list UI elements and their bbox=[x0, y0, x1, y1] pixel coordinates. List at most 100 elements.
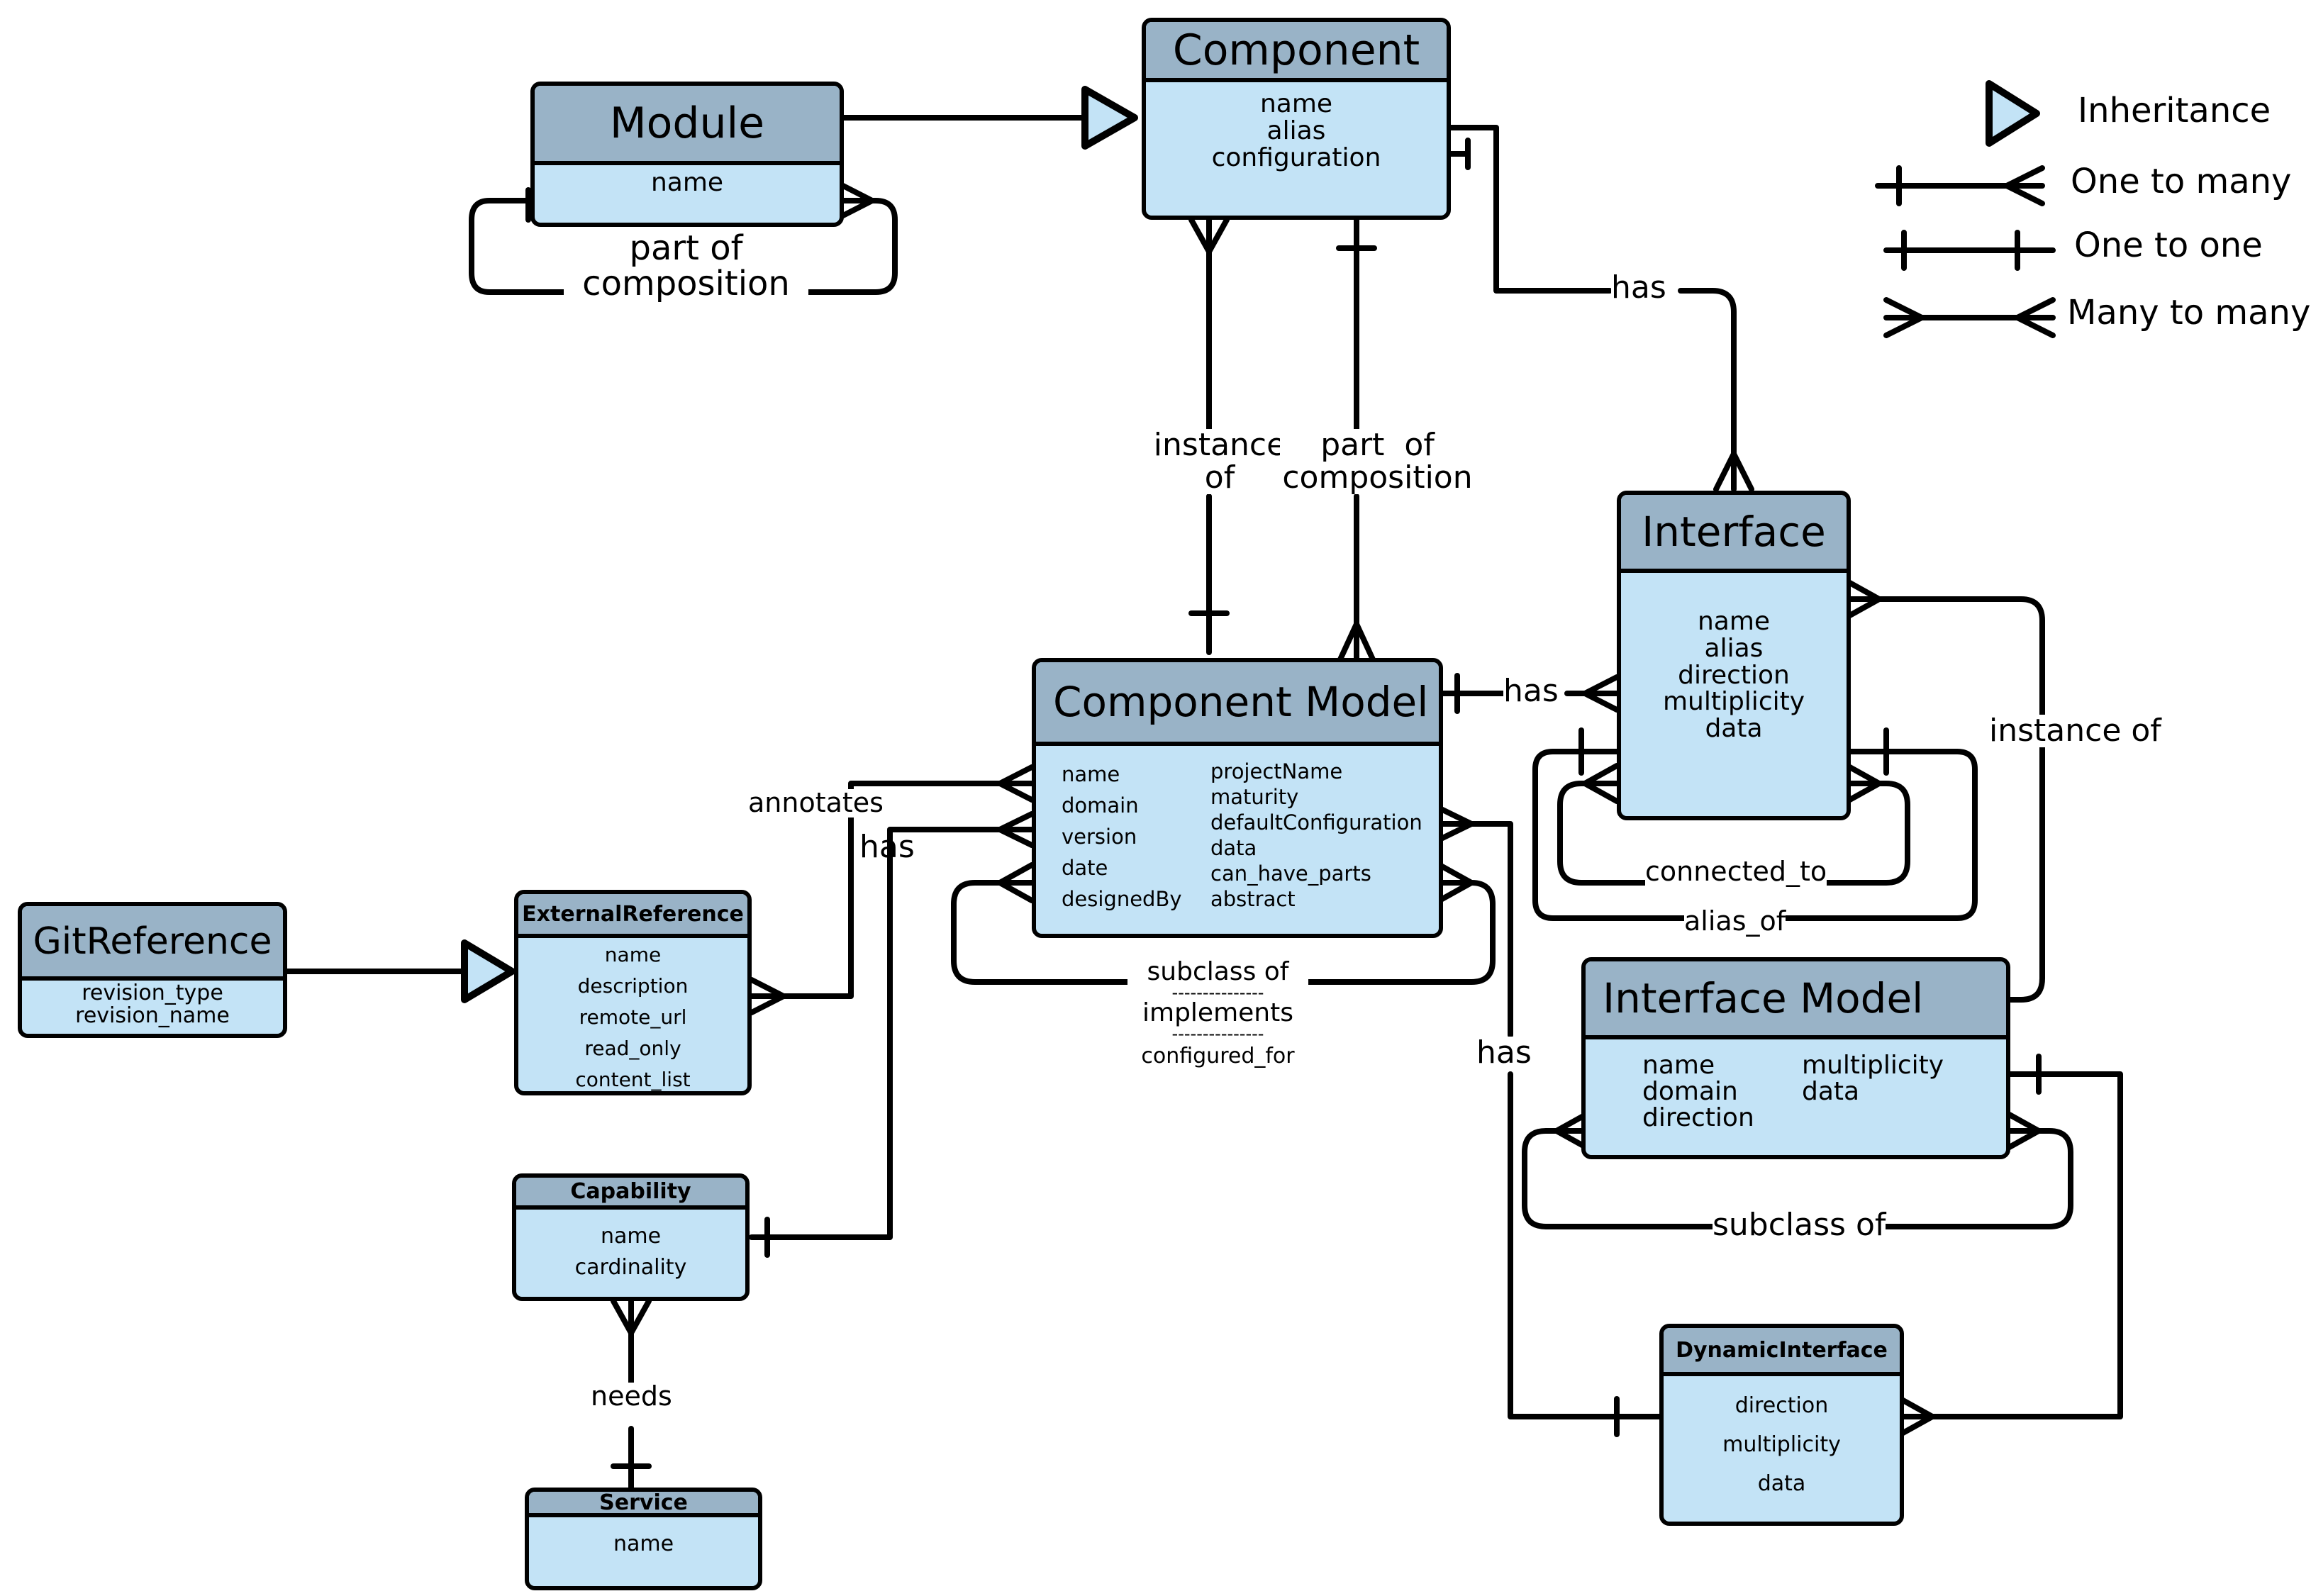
interface-model-attrs-left: name domain direction bbox=[1642, 1052, 1802, 1131]
attr-interface-multiplicity: multiplicity bbox=[1662, 687, 1805, 717]
attr-ext-description: description bbox=[577, 974, 689, 998]
cm-has-dynamic-line bbox=[1437, 821, 1662, 1419]
attr-interface-name: name bbox=[1697, 607, 1771, 636]
entity-git-reference-attrs: revision_type revision_name bbox=[22, 981, 283, 1027]
relation-label-alias-of: alias_of bbox=[1684, 905, 1786, 937]
attr-cm-can-have-parts: can_have_parts bbox=[1210, 861, 1371, 886]
component-has-crowfoot bbox=[1713, 451, 1754, 492]
legend-inheritance-label: Inheritance bbox=[2078, 91, 2271, 130]
component-model-attrs-left: name domain version date designedBy bbox=[1062, 759, 1210, 915]
entity-module-header: Module bbox=[535, 86, 840, 165]
attr-cm-date: date bbox=[1062, 856, 1108, 880]
attr-interface-data: data bbox=[1705, 714, 1763, 744]
entity-capability-header: Capability bbox=[516, 1178, 745, 1210]
capability-has-line bbox=[749, 827, 1035, 1240]
capability-has-crowfoot bbox=[997, 811, 1035, 848]
dynamic-crowfoot bbox=[1898, 1396, 1935, 1437]
attr-cm-data: data bbox=[1210, 836, 1257, 860]
attr-dyn-multiplicity: multiplicity bbox=[1722, 1432, 1841, 1457]
component-model-attrs-right: projectName maturity defaultConfiguratio… bbox=[1210, 759, 1422, 915]
attr-cm-version: version bbox=[1062, 825, 1137, 849]
entity-interface[interactable]: Interface name alias direction multiplic… bbox=[1617, 491, 1851, 820]
attr-ext-name: name bbox=[604, 943, 662, 966]
relation-label-module-part-of: part of composition bbox=[564, 230, 808, 302]
attr-component-name: name bbox=[1259, 89, 1333, 118]
entity-component-model[interactable]: Component Model name domain version date… bbox=[1032, 658, 1443, 938]
relation-label-dash-1: --------------- bbox=[1171, 982, 1264, 1003]
interface-model-attrs-right: multiplicity data bbox=[1802, 1052, 1944, 1131]
attr-im-multiplicity: multiplicity bbox=[1802, 1051, 1944, 1080]
relation-label-dash-2: --------------- bbox=[1171, 1023, 1264, 1044]
relation-label-im-subclass-of: subclass of bbox=[1713, 1207, 1886, 1243]
attr-cm-designedby: designedBy bbox=[1062, 887, 1182, 911]
legend-many-to-many-icon bbox=[1883, 297, 2056, 338]
component-has-bar bbox=[1447, 138, 1471, 170]
entity-dynamic-interface-attrs: direction multiplicity data bbox=[1664, 1376, 1900, 1503]
im-subclass-crowfoot-left bbox=[1554, 1110, 1591, 1151]
relation-label-connected-to: connected_to bbox=[1645, 856, 1827, 887]
entity-component-model-header: Component Model bbox=[1036, 662, 1439, 746]
entity-component-header: Component bbox=[1146, 22, 1447, 82]
attr-dyn-direction: direction bbox=[1734, 1393, 1829, 1418]
im-subclass-crowfoot-right bbox=[2004, 1110, 2042, 1151]
attr-component-configuration: configuration bbox=[1211, 143, 1381, 172]
relation-label-annotates: annotates bbox=[748, 787, 884, 818]
entity-module[interactable]: Module name bbox=[530, 82, 844, 227]
relation-label-cm-has-dynamic: has bbox=[1476, 1034, 1532, 1071]
entity-component-attrs: name alias configuration bbox=[1146, 82, 1447, 171]
relation-label-capability-has: has bbox=[859, 829, 915, 865]
part-of-crowfoot bbox=[1337, 621, 1376, 662]
relation-label-needs: needs bbox=[591, 1380, 672, 1412]
relation-label-instance-of: instance of bbox=[1149, 428, 1291, 496]
relation-label-instance-of-line2: of bbox=[1204, 459, 1235, 496]
relation-label-component-has-interface: has bbox=[1611, 269, 1666, 306]
attr-interface-alias: alias bbox=[1704, 633, 1764, 663]
entity-capability[interactable]: Capability name cardinality bbox=[512, 1173, 750, 1301]
attr-im-data: data bbox=[1802, 1077, 1860, 1106]
cm-subclass-crowfoot-left bbox=[997, 862, 1035, 903]
attr-interface-direction: direction bbox=[1678, 660, 1790, 690]
entity-dynamic-interface-header: DynamicInterface bbox=[1664, 1328, 1900, 1376]
attr-capability-cardinality: cardinality bbox=[574, 1255, 687, 1280]
relation-label-cm-has-interface: has bbox=[1503, 673, 1559, 709]
entity-git-reference-header: GitReference bbox=[22, 906, 283, 981]
dynamic-interface-model-line bbox=[1898, 1071, 2123, 1419]
annotates-crowfoot-cm bbox=[997, 764, 1035, 803]
entity-interface-header: Interface bbox=[1621, 495, 1847, 573]
legend-many-to-many-label: Many to many bbox=[2067, 293, 2311, 333]
inheritance-arrow-git bbox=[461, 939, 516, 1003]
entity-interface-model[interactable]: Interface Model name domain direction mu… bbox=[1581, 957, 2010, 1159]
entity-service[interactable]: Service name bbox=[525, 1488, 762, 1590]
attr-cm-name: name bbox=[1062, 762, 1120, 786]
relation-label-interface-instance-of: instance of bbox=[1989, 713, 2161, 749]
entity-git-reference[interactable]: GitReference revision_type revision_name bbox=[18, 902, 287, 1038]
legend-one-to-one-label: One to one bbox=[2074, 225, 2263, 265]
cm-subclass-crowfoot-right bbox=[1437, 862, 1474, 903]
attr-cm-maturity: maturity bbox=[1210, 785, 1299, 809]
cm-has-dynamic-crowfoot bbox=[1437, 805, 1474, 842]
entity-interface-attrs: name alias direction multiplicity data bbox=[1621, 573, 1847, 742]
entity-dynamic-interface[interactable]: DynamicInterface direction multiplicity … bbox=[1659, 1324, 1904, 1526]
cm-has-crowfoot bbox=[1582, 674, 1620, 713]
entity-interface-model-header: Interface Model bbox=[1586, 961, 2006, 1039]
attr-git-revision-name: revision_name bbox=[75, 1003, 230, 1028]
entity-external-reference[interactable]: ExternalReference name description remot… bbox=[514, 890, 752, 1095]
attr-ext-read-only: read_only bbox=[584, 1037, 681, 1060]
entity-service-attrs: name bbox=[529, 1517, 758, 1556]
attr-cm-defaultconfiguration: defaultConfiguration bbox=[1210, 810, 1422, 835]
entity-capability-attrs: name cardinality bbox=[516, 1210, 745, 1283]
relation-label-module-part-of-line2: composition bbox=[582, 264, 790, 304]
entity-component[interactable]: Component name alias configuration bbox=[1142, 18, 1451, 220]
entity-service-header: Service bbox=[529, 1492, 758, 1517]
attr-module-name: name bbox=[650, 168, 724, 197]
relation-label-configured-for: configured_for bbox=[1141, 1043, 1295, 1068]
relation-label-cm-part-of-line1: part of bbox=[1320, 427, 1435, 463]
attr-dyn-data: data bbox=[1757, 1471, 1806, 1496]
instance-of-crowfoot bbox=[1188, 217, 1230, 255]
module-loop-crowfoot bbox=[837, 182, 875, 220]
relation-label-cm-part-of: part of composition bbox=[1280, 427, 1475, 495]
attr-ext-remote-url: remote_url bbox=[579, 1005, 687, 1029]
entity-external-reference-attrs: name description remote_url read_only co… bbox=[518, 938, 747, 1091]
attr-capability-name: name bbox=[600, 1224, 662, 1249]
